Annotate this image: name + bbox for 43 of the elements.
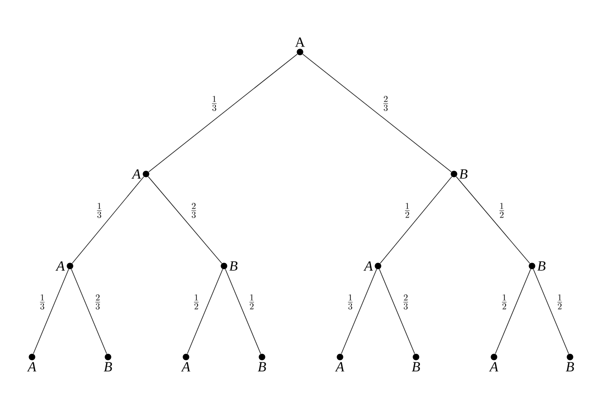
probability-label: $\frac{1}{3}$ — [212, 96, 217, 111]
node-label: A — [295, 38, 305, 47]
node-label: A — [180, 362, 190, 372]
branch-line — [225, 268, 261, 354]
branch-line — [302, 54, 452, 172]
probability-label: $\frac{1}{2}$ — [194, 294, 199, 310]
branch-line — [72, 176, 144, 264]
branch-line — [495, 268, 531, 354]
branch-line — [71, 268, 107, 354]
probability-label: $\frac{1}{3}$ — [96, 202, 102, 218]
probability-label: $\frac{1}{2}$ — [499, 202, 504, 218]
node-label: A — [334, 362, 344, 372]
probability-label: $\frac{2}{3}$ — [403, 294, 408, 310]
probability-label: $\frac{2}{3}$ — [191, 202, 196, 218]
probability-label: $\frac{2}{3}$ — [95, 294, 100, 310]
branch-line — [33, 268, 69, 354]
branch-line — [148, 176, 222, 264]
node-label: B — [412, 362, 420, 372]
probability-label: $\frac{1}{2}$ — [502, 294, 507, 310]
node-label: A — [56, 261, 65, 271]
node-label: B — [566, 362, 574, 372]
node-label: B — [229, 261, 238, 271]
node-label: B — [537, 261, 546, 271]
branch-line — [379, 268, 415, 354]
branch-line — [533, 268, 569, 354]
probability-label: $\frac{2}{3}$ — [383, 96, 388, 111]
branch-line — [187, 268, 223, 354]
probability-label: $\frac{1}{2}$ — [404, 202, 410, 218]
node-label: B — [258, 362, 266, 372]
probability-label: $\frac{1}{2}$ — [249, 294, 254, 310]
probability-label: $\frac{1}{3}$ — [40, 294, 45, 310]
probability-label: $\frac{1}{2}$ — [557, 294, 562, 310]
branch-line — [380, 176, 452, 264]
node-label: A — [26, 362, 36, 372]
branch-line — [456, 176, 530, 264]
probability-label: $\frac{1}{3}$ — [348, 294, 353, 310]
node-label: A — [488, 362, 498, 372]
node-label: B — [104, 362, 112, 372]
node-label: A — [131, 169, 141, 179]
node-label: B — [459, 169, 468, 179]
branch-line — [341, 268, 377, 354]
branch-line — [148, 54, 298, 172]
node-label: A — [363, 261, 373, 271]
